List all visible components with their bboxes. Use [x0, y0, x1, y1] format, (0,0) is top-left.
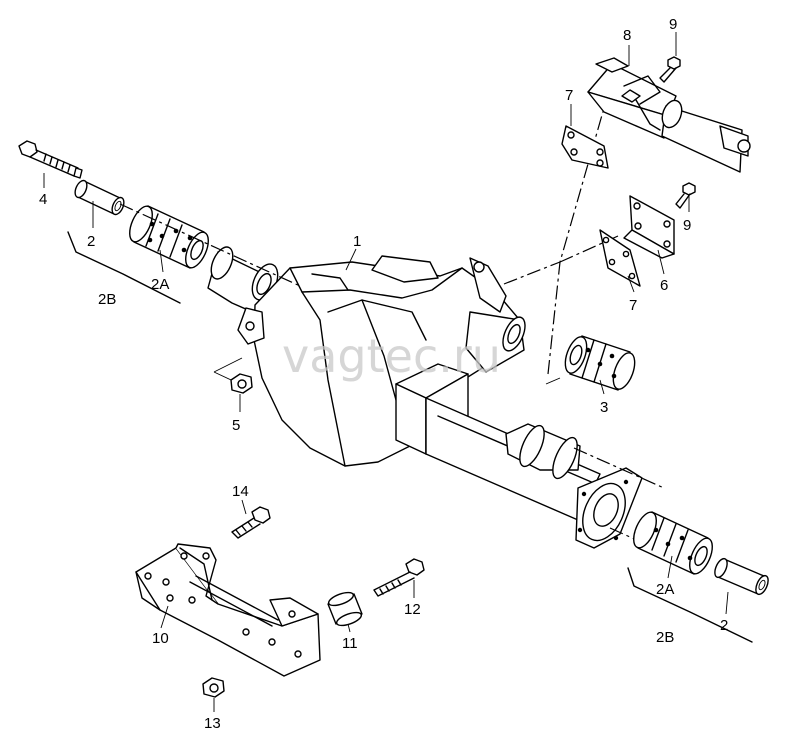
label-11: 11: [342, 635, 358, 652]
label-5: 5: [232, 417, 240, 434]
label-2b-left: 2B: [98, 291, 116, 308]
plate-part-6[interactable]: [623, 195, 675, 259]
nut-part-13[interactable]: [202, 677, 225, 698]
label-6: 6: [660, 277, 668, 294]
watermark: vagtec.ru: [282, 329, 501, 383]
rubber-bush-part-2a-left[interactable]: [125, 203, 213, 271]
group-bracket-2b-right: [627, 567, 753, 643]
shim-plate-part-7-top[interactable]: [561, 125, 609, 169]
label-8: 8: [623, 27, 631, 44]
label-2-left: 2: [87, 233, 95, 250]
sleeve-part-11[interactable]: [327, 590, 363, 628]
bolt-part-4[interactable]: [18, 140, 83, 179]
label-2b-right: 2B: [656, 629, 674, 646]
label-13: 13: [204, 715, 221, 732]
group-bracket-2b-left: [67, 231, 181, 304]
label-9-mid: 9: [683, 217, 691, 234]
rubber-bush-part-3[interactable]: [561, 334, 639, 392]
label-7-top: 7: [565, 87, 573, 104]
axle-housing-part-1[interactable]: [207, 244, 643, 549]
sleeve-part-2-left[interactable]: [73, 179, 126, 217]
mounting-bracket-part-10[interactable]: [135, 543, 321, 677]
rubber-bush-part-2a-right[interactable]: [629, 509, 717, 577]
label-14: 14: [232, 483, 249, 500]
sleeve-part-2-right[interactable]: [712, 557, 770, 596]
label-9-top: 9: [669, 16, 677, 33]
label-10: 10: [152, 630, 169, 647]
label-2a-right: 2A: [656, 581, 674, 598]
shim-plate-part-7-mid[interactable]: [599, 229, 641, 287]
label-1: 1: [353, 233, 361, 250]
bolt-part-14[interactable]: [231, 506, 271, 539]
bolt-part-9-top[interactable]: [659, 56, 681, 83]
label-7-mid: 7: [629, 297, 637, 314]
bolt-part-9-mid[interactable]: [675, 182, 696, 209]
label-12: 12: [404, 601, 421, 618]
nut-part-5[interactable]: [230, 373, 253, 394]
label-3: 3: [600, 399, 608, 416]
bolt-part-12[interactable]: [373, 558, 425, 597]
label-4: 4: [39, 191, 47, 208]
label-2a-left: 2A: [151, 276, 169, 293]
cross-member-part-8[interactable]: [587, 57, 751, 173]
label-2-right: 2: [720, 617, 728, 634]
